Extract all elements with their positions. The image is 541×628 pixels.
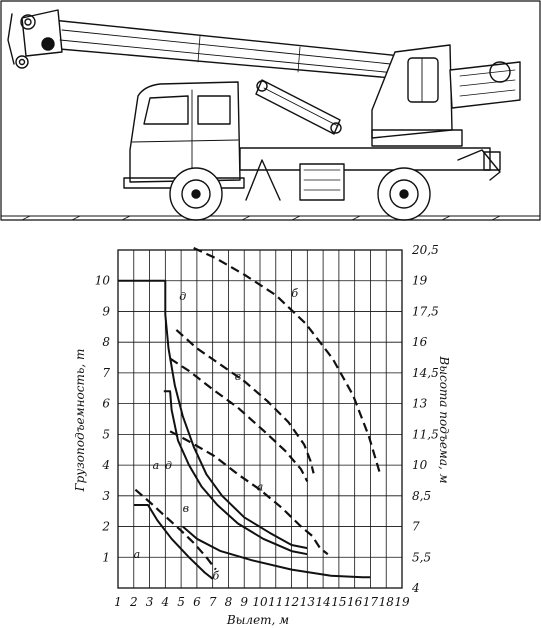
- x-tick-label: 9: [240, 595, 248, 609]
- y2-tick-label: 19: [412, 274, 428, 288]
- x-axis-title: Вылет, м: [226, 613, 289, 627]
- x-tick-label: 18: [379, 595, 395, 609]
- x-tick-label: 11: [268, 595, 283, 609]
- x-tick-label: 19: [394, 595, 410, 609]
- y-tick-label: 4: [101, 458, 110, 472]
- rear-wheel: [377, 167, 431, 221]
- y-tick-label: 10: [95, 274, 111, 288]
- y2-axis-title: Высота подъема, м: [437, 355, 451, 483]
- series-line: [134, 488, 217, 571]
- series-line: [118, 279, 308, 550]
- y-tick-label: 2: [101, 520, 110, 534]
- chart-series: [118, 247, 381, 580]
- crane-operator-cab: [371, 44, 521, 147]
- x-tick-label: 10: [252, 595, 268, 609]
- series-line: [175, 329, 315, 474]
- x-tick-label: 4: [161, 595, 170, 609]
- plot-frame: [117, 249, 403, 589]
- y-tick-label: 1: [102, 550, 110, 564]
- y2-tick-label: 10: [412, 458, 428, 472]
- truck-cabin: [123, 81, 245, 189]
- x-tick-label: 12: [284, 595, 299, 609]
- curve-label: а: [134, 548, 141, 561]
- truck-chassis: [239, 147, 501, 201]
- x-tick-label: 17: [363, 595, 379, 609]
- telescopic-boom: [7, 9, 421, 81]
- y2-tick-label: 5,5: [412, 550, 431, 564]
- y2-tick-label: 8,5: [412, 489, 431, 503]
- y-tick-label: 7: [102, 366, 110, 380]
- y-tick-label: 6: [102, 397, 110, 411]
- curve-label: д: [165, 459, 172, 472]
- x-tick-label: 2: [129, 595, 138, 609]
- y-tick-labels: 1 2 3 4 5 6 7 8 9 10: [95, 274, 111, 565]
- x-tick-label: 16: [347, 595, 363, 609]
- y-tick-label: 3: [102, 489, 110, 503]
- ground-hatching: [21, 215, 501, 221]
- x-tick-label: 8: [225, 595, 233, 609]
- curve-label: в: [183, 502, 189, 515]
- series-line: [163, 390, 308, 556]
- series-line: [193, 247, 381, 474]
- y2-tick-label: 20,5: [411, 243, 439, 257]
- series-line: [133, 504, 214, 580]
- y-tick-label: 8: [102, 335, 110, 349]
- y2-tick-label: 4: [411, 581, 420, 595]
- front-wheel: [169, 167, 223, 221]
- y-tick-label: 5: [102, 427, 110, 441]
- curve-label: а: [153, 459, 160, 472]
- x-tick-label: 1: [114, 595, 122, 609]
- x-tick-label: 13: [300, 595, 316, 609]
- y2-tick-label: 14,5: [412, 366, 439, 380]
- y-tick-label: 9: [102, 304, 110, 318]
- y-axis-title: Грузоподъемность, т: [73, 349, 87, 493]
- curve-label: б: [291, 287, 298, 300]
- y2-tick-label: 17,5: [412, 304, 439, 318]
- y2-tick-labels: 4 5,5 7 8,5 10 11,5 13 14,5 16 17,5 19 20,5: [411, 243, 439, 595]
- y2-tick-label: 7: [412, 520, 420, 534]
- x-tick-label: 6: [193, 595, 201, 609]
- curve-label: а: [257, 481, 264, 494]
- series-line: [169, 430, 329, 556]
- y2-tick-label: 16: [412, 335, 428, 349]
- series-line: [182, 525, 371, 579]
- x-tick-label: 7: [209, 595, 217, 609]
- chart-grid: [118, 250, 402, 588]
- crane-illustration: [0, 0, 541, 221]
- lifting-cylinder: [255, 79, 342, 135]
- x-tick-label: 15: [331, 595, 346, 609]
- x-tick-label: 3: [146, 595, 154, 609]
- series-line: [169, 357, 309, 483]
- curve-label: д: [179, 290, 186, 303]
- drawing-frame: [0, 0, 541, 221]
- x-tick-label: 14: [315, 595, 330, 609]
- curve-label: б: [212, 570, 219, 583]
- curve-label: в: [235, 370, 241, 383]
- y2-tick-label: 13: [412, 397, 428, 411]
- y2-tick-label: 11,5: [412, 427, 439, 441]
- x-tick-label: 5: [177, 595, 185, 609]
